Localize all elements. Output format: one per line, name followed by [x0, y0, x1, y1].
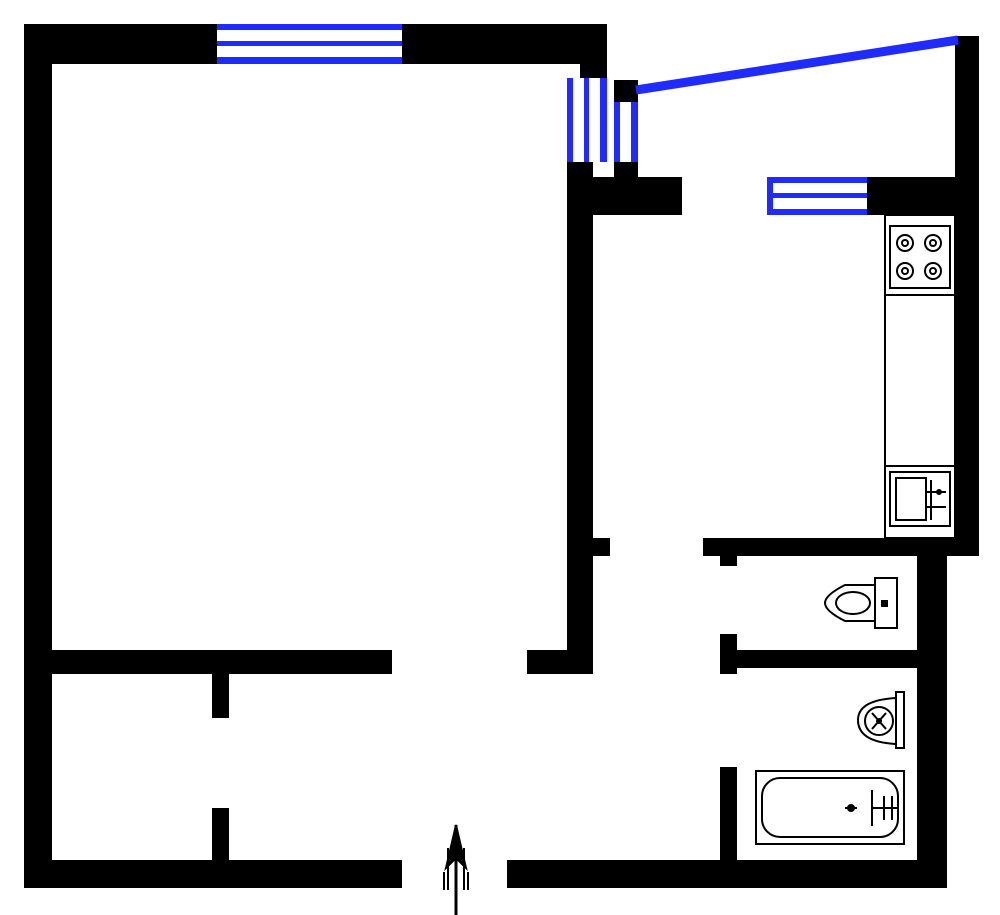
toilet-icon	[823, 577, 898, 629]
wall-closet-bottom	[212, 808, 229, 863]
window-balcony-door	[567, 78, 607, 162]
wall-right	[955, 36, 979, 556]
wall-bath-right	[917, 538, 947, 888]
entrance-arrow-icon	[443, 824, 469, 915]
wall-living-bottom-right	[527, 650, 593, 674]
windows	[217, 24, 959, 215]
wall-balcony-post	[614, 80, 638, 102]
wall-kitchen-bottom-left	[580, 538, 610, 556]
window-living-top	[217, 24, 402, 64]
wall-kitchen-bottom-right	[703, 538, 979, 556]
wall-toilet-bath-divider	[720, 650, 947, 668]
wall-living-right-top	[580, 24, 607, 78]
wall-top-left	[24, 24, 217, 64]
wall-toilet-left-top	[720, 538, 737, 566]
wall-left	[24, 24, 52, 888]
wall-closet-top	[212, 674, 229, 718]
kitchen-sink-icon	[889, 471, 951, 527]
wall-kitchen-top-left	[567, 177, 682, 215]
window-balcony-rail	[635, 35, 959, 95]
wall-bottom-left	[24, 860, 402, 888]
wall-balcony-post-low	[614, 162, 638, 182]
wall-top-right	[402, 24, 607, 64]
window-kitchen	[767, 177, 867, 215]
wall-bath-left	[720, 767, 737, 888]
window-kitchen-balcony-door	[614, 102, 638, 162]
wall-living-right	[567, 162, 593, 674]
walls	[24, 24, 979, 888]
wall-bottom-right	[507, 860, 947, 888]
kitchen-fixtures	[884, 214, 956, 539]
wall-living-bottom-left	[24, 650, 392, 674]
bathtub-icon	[755, 770, 905, 845]
stove-icon	[889, 225, 951, 289]
washbasin-icon	[856, 691, 905, 749]
